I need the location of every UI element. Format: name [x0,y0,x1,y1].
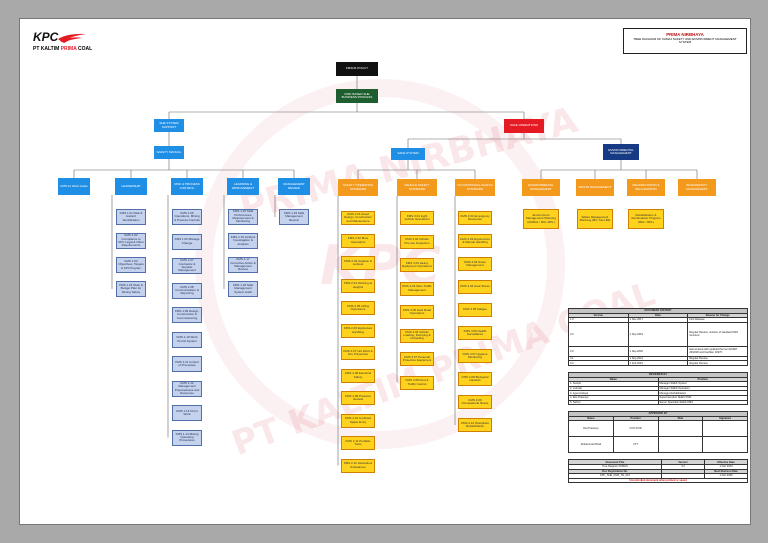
risk-process-node[interactable]: RISK BASED SHE BUSINESS PROCESS [336,89,378,103]
kms-item-box[interactable]: KMS 2.01 Road Design, Construction and M… [341,211,375,225]
kms-item-box[interactable]: KMS 1.05 Operations, Mining & Process Co… [172,209,202,225]
kms-item-box[interactable]: KMS 1.09 Design, Construction & Commissi… [172,307,202,323]
kms-item-box[interactable]: KMS 3.05 Haul Road Operations [400,305,434,319]
kms-item-box[interactable]: KMS 1.13 Fit for Work [172,405,202,421]
kms-item-box[interactable]: KMS 1.01 Risk & Hazard Identification [116,209,146,225]
kms-item-box[interactable]: KMS 3.04 Mine Traffic Management [400,281,434,296]
env-column-head[interactable]: WASTE MANAGEMENT [576,179,614,196]
kms-item-box[interactable]: KMS 2.08 Electrical Safety [341,368,375,383]
kms-item-box[interactable]: KMS 4.10 Workplace Rehabilitation [458,418,492,432]
kms-item-box[interactable]: KMS 1.12 Management Preparedness and Res… [172,380,202,397]
kms-item-box[interactable]: KMS 2.10 Confined Space Entry [341,413,375,428]
kms-item-box[interactable]: KMS 4.08 Biological Hazards [458,372,492,386]
kms-item-box[interactable]: KMS 2.03 Isolation & Lockout [341,256,375,270]
kms-item-box[interactable]: KMS 4.05 Fatigue [458,303,492,317]
left-column-head[interactable]: RISK & PROCESS CONTROL [171,178,203,195]
environmental-management-node[interactable]: ENVIRONMENTAL MANAGEMENT [603,144,639,160]
mid-column-head[interactable]: SAFETY OPERATING STANDARD [338,179,378,196]
kms-item-box[interactable]: KMS 2.05 Lifting Operations [341,301,375,315]
env-column-head[interactable]: ENVIRONMENTAL MANAGEMENT [522,179,560,196]
kms-item-box[interactable]: KMS 3.08 Dust & Traffic Control [400,375,434,390]
kms-item-box[interactable]: KMS 4.06 Health Surveillance [458,326,492,340]
org-name: PRIMA NIRBHAYA [666,32,704,37]
kms-item-box[interactable]: KMS 4.03 Noise Management [458,257,492,271]
company-logo: KPC PT KALTIM PRIMA COAL [33,30,92,52]
kms-item-box[interactable]: KMS 4.02 Ergonomics & Manual Handling [458,234,492,248]
kms-item-box[interactable]: KMS 3.01 Light Vehicle Operations [400,211,434,225]
kms-item-box[interactable]: KMS 1.16 Incident Investigation & Analys… [228,233,258,249]
env-item-box[interactable]: Environment Management Planning (AMDAL /… [523,209,559,229]
env-item-box[interactable]: Rehabilitation & Reclamation Program (RK… [628,209,664,229]
kms-item-box[interactable]: KMS 1.15 SHE Performance Measurement & M… [228,209,258,225]
kms-item-box[interactable]: KMS 2.04 Working at Heights [341,278,375,293]
kms-item-box[interactable]: KMS 2.11 Portable Tools [341,436,375,450]
kms-item-box[interactable]: KMS 1.02 Compliance to KPC Legal & Other… [116,233,146,249]
kms-item-box[interactable]: KMS 1.07 Contractor & Supplier Managemen… [172,258,202,274]
root-policy-node[interactable]: KMSHS POLICY [336,62,378,76]
kms-item-box[interactable]: KMS 4.04 Heat Stress [458,280,492,294]
kms-item-box[interactable]: KMS 2.12 Hazardous Substances [341,458,375,473]
document-page: PRIMA NIRBHAYA PT KALTIM PRIMA COAL KPC … [19,18,751,525]
kms-item-box[interactable]: KMS 2.02 Mine Operations [341,233,375,248]
kms-item-box[interactable]: KMS 4.07 Hygiene Monitoring [458,349,492,363]
kms-item-box[interactable]: KMS 3.06 Vehicle Loading, Dumping & Unlo… [400,328,434,343]
kms-item-box[interactable]: KMS 1.17 Corrective Action & Management … [228,257,258,273]
kms-item-box[interactable]: KMS 1.19 SHE Management Review [279,209,309,225]
mid-column-head[interactable]: VEHICLE SAFETY STANDARD [397,179,437,196]
kms-item-box[interactable]: KMS 2.07 Hot Work & Fire Prevention [341,346,375,360]
document-title-box: PRIMA NIRBHAYA TREE DIAGRAM OF KAMAJ SAF… [623,28,747,54]
kms-item-box[interactable]: KMS 1.08 Communication & Reporting [172,282,202,299]
kms-item-box[interactable]: KMS 1.03 Objectives, Targets & KPI Progr… [116,257,146,273]
safe-operations-node[interactable]: SAFE OPERATIONS [504,119,544,133]
left-column-head[interactable]: KMS 01 Work Guide [58,178,90,195]
kms-item-box[interactable]: KMS 1.06 Manage Change [172,233,202,250]
left-column-head[interactable]: MANAGEMENT REVIEW [278,178,310,195]
env-column-head[interactable]: REHABILITATION & RECLAMATION [627,179,665,196]
kms-item-box[interactable]: KMS 2.06 Explosives Handling [341,323,375,338]
flame-icon [58,33,87,43]
kms-item-box[interactable]: KMS 2.09 Pressure Vessels [341,391,375,405]
safe-system-node[interactable]: SAFE SYSTEM [391,148,425,160]
left-column-head[interactable]: LEARNING & IMPROVEMENT [227,178,259,195]
kms-item-box[interactable]: KMS 4.01 Emergency Response [458,211,492,225]
uncontrolled-note: Uncontrolled document when printed or sa… [568,477,748,484]
kpc-mark: KPC [33,30,59,44]
company-name: PT KALTIM PRIMA COAL [33,46,93,52]
env-item-box[interactable]: Waste Management Planning (B3 / Non-B3) [577,209,613,229]
kms-item-box[interactable]: KMS 1.04 Work & Budget Plan for Mining S… [116,281,146,297]
kms-item-box[interactable]: KMS 1.18 SHE Management System Audit [228,281,258,297]
env-column-head[interactable]: BIODIVERSITY MANAGEMENT [678,179,716,196]
kms-item-box[interactable]: KMS 1.14 Mining Operating Procedures [172,429,202,446]
she-system-support-node[interactable]: SHE SYSTEM SUPPORT [154,119,184,132]
kms-item-box[interactable]: KMS 4.09 Occupational Illness [458,395,492,409]
document-title: TREE DIAGRAM OF KAMAJ SAFETY AND ENVIRON… [633,37,737,45]
safety-manual-node[interactable]: SAFETY MANUAL [154,146,184,159]
kms-item-box[interactable]: KMS 3.07 Personal Protective Equipment [400,352,434,366]
left-column-head[interactable]: LEADERSHIP [115,178,147,195]
kms-item-box[interactable]: KMS 1.11 Control of Processes [172,356,202,372]
tree-connectors [73,76,698,466]
mid-column-head[interactable]: OCCUPATIONAL HEALTH STANDARD [455,179,495,196]
kms-item-box[interactable]: KMS 3.03 Heavy Equipment Operations [400,258,434,272]
kms-item-box[interactable]: KMS 1.10 Work Permit System [172,331,202,348]
kms-item-box[interactable]: KMS 3.02 Vehicle Pre-use Inspection [400,234,434,249]
